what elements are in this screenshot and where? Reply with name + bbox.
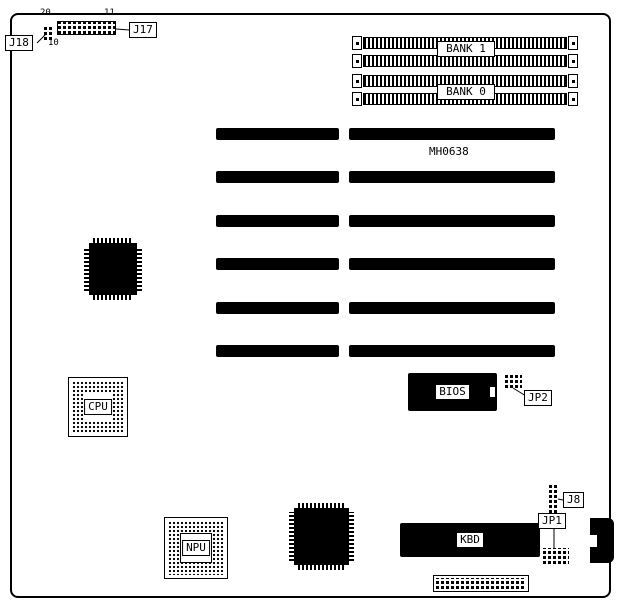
j18-label: J18 — [5, 35, 33, 51]
simm-cap — [568, 74, 578, 88]
pin-label-20: 20 — [40, 8, 51, 18]
expansion-slot — [349, 258, 555, 270]
chip-body — [294, 508, 349, 565]
expansion-slot — [216, 258, 339, 270]
chip-pins — [298, 565, 345, 570]
chip-pins — [84, 247, 89, 291]
simm-cap — [568, 36, 578, 50]
simm-cap — [568, 92, 578, 106]
simm-cap — [352, 36, 362, 50]
jp2-jumper — [505, 375, 522, 388]
keyboard-din-connector — [590, 518, 614, 563]
chip-pins — [93, 238, 133, 243]
cpu-label: CPU — [84, 399, 112, 415]
simm-cap — [352, 74, 362, 88]
jp1-label: JP1 — [538, 513, 566, 529]
expansion-slot — [216, 215, 339, 227]
kbd-label: KBD — [456, 532, 484, 548]
board-outline — [10, 13, 611, 598]
bios-chip: BIOS — [408, 373, 497, 411]
simm-cap — [352, 54, 362, 68]
pin-label-11: 11 — [104, 8, 115, 18]
chip-pins — [137, 247, 142, 291]
chip-pins — [93, 295, 133, 300]
chip-pins — [289, 512, 294, 561]
expansion-slot — [216, 171, 339, 183]
cpu-socket: CPU — [68, 377, 128, 437]
expansion-slot — [349, 302, 555, 314]
simm-cap — [352, 92, 362, 106]
bios-label: BIOS — [435, 384, 470, 400]
expansion-slot — [349, 215, 555, 227]
j18-connector — [44, 26, 52, 40]
bottom-header-pins — [436, 578, 526, 589]
expansion-slot — [349, 128, 555, 140]
kbd-chip: KBD — [400, 523, 540, 557]
npu-label: NPU — [182, 540, 210, 556]
bank1-label: BANK 1 — [437, 41, 495, 57]
chip-body — [89, 243, 137, 295]
expansion-slot — [216, 345, 339, 357]
npu-socket: NPU — [164, 517, 228, 579]
j17-label: J17 — [129, 22, 157, 38]
jp2-label: JP2 — [524, 390, 552, 406]
j8-jumper — [549, 485, 557, 513]
expansion-slot — [216, 302, 339, 314]
pin-label-10: 10 — [48, 38, 59, 48]
jp1-connector — [543, 548, 569, 564]
chip-pins — [298, 503, 345, 508]
expansion-slot — [349, 345, 555, 357]
bank0-label: BANK 0 — [437, 84, 495, 100]
board-part-number: MH0638 — [429, 145, 469, 158]
qfp-chip — [84, 238, 142, 300]
bottom-header-connector — [433, 575, 529, 592]
j17-header-connector — [57, 21, 116, 35]
expansion-slot — [216, 128, 339, 140]
expansion-slot — [349, 171, 555, 183]
chip-pins — [349, 512, 354, 561]
simm-cap — [568, 54, 578, 68]
qfp-chip — [289, 503, 354, 570]
j8-label: J8 — [563, 492, 585, 508]
